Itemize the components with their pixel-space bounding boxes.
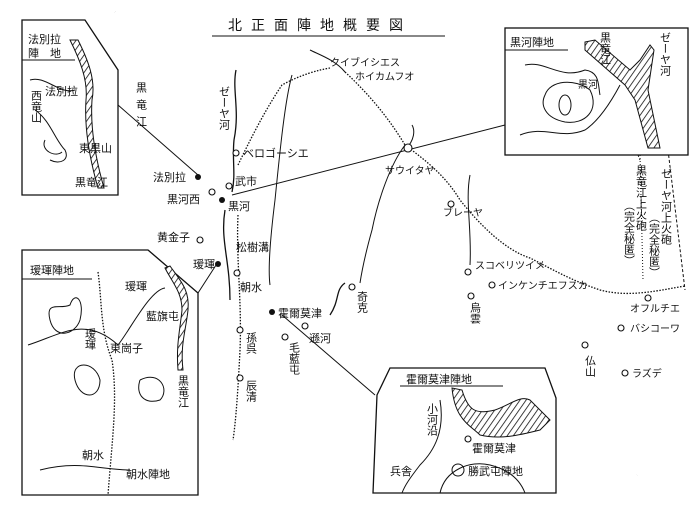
label-heihe: 黒河 [228, 200, 250, 213]
roads [268, 49, 471, 286]
zeya-river [231, 69, 237, 193]
inset-heihe-amur: 黒竜江 [599, 32, 612, 65]
label-zeya: ゼーヤ河 [218, 86, 231, 130]
inset-fabiela-town: 法別拉 [45, 84, 78, 98]
inset-huoermojin: 霍爾莫津陣地 小河沿 霍爾莫津 兵舎 勝武屯陣地 [372, 367, 557, 494]
inset-fabiela-west-longshan: 西竜山 [30, 90, 43, 123]
inset-huoermojin-xiaohe: 小河沿 [426, 403, 439, 436]
inset-aihui: 瑷琿陣地 瑷琿 瑷琿 東崗子 藍旗屯 黒竜江 朝水 朝水陣地 [21, 249, 199, 496]
label-sunwu: 孫呉 [245, 332, 258, 354]
inset-huoermojin-title: 霍爾莫津陣地 [406, 373, 472, 386]
inset-heihe-town: 黒河 [578, 79, 598, 91]
inset-fabiela-title-2: 陣 地 [28, 47, 61, 60]
label-maolantun: 毛藍屯 [288, 342, 301, 375]
amur-river [113, 11, 641, 476]
inset-heihe: 黒河陣地 黒竜江 ゼーヤ河 黒河 [504, 27, 689, 156]
inset-fabiela-east-heishan: 東黒山 [79, 142, 112, 155]
railways [232, 67, 686, 441]
label-belogorsk: ベロゴーシエ [243, 146, 309, 160]
label-pashkovo: バシコーワ [630, 323, 680, 335]
inset-aihui-amur: 黒竜江 [177, 375, 190, 408]
label-skovorodino: スコベリツイメ [475, 260, 545, 272]
inset-fabiela: 法別拉 陣 地 法別拉 西竜山 東黒山 黒竜江 [21, 19, 119, 196]
inset-aihui-chaoshui-position: 朝水陣地 [126, 468, 170, 481]
inset-huoermojin-town: 霍爾莫津 [472, 442, 516, 455]
label-bureya: ブレーヤ [443, 206, 483, 219]
label-chaoshui: 朝水 [240, 281, 262, 294]
inset-aihui-town: 瑷琿 [125, 280, 147, 293]
label-amur: 黒竜江 [135, 82, 148, 133]
inset-aihui-title: 瑷琿陣地 [30, 264, 74, 277]
label-razdolnoe: ラズデ [632, 367, 662, 380]
label-foshan: 仏山 [584, 355, 597, 377]
inset-heihe-zeya: ゼーヤ河 [659, 32, 672, 76]
stations [195, 143, 652, 382]
label-aihui: 瑷琿 [193, 258, 215, 271]
inset-fabiela-amur: 黒竜江 [75, 175, 108, 189]
inset-aihui-aihui: 瑷琿 [84, 328, 97, 350]
label-heihe-west: 黒河西 [167, 193, 200, 206]
inset-aihui-chaoshui: 朝水 [82, 449, 104, 462]
inset-huoermojin-shengwutun: 勝武屯陣地 [468, 464, 523, 478]
label-qike: 奇克 [356, 291, 369, 313]
label-huangjinzi: 黄金子 [157, 230, 190, 244]
label-songshugou: 松樹溝 [236, 240, 269, 254]
map-title: 北正面陣地概要図 [228, 18, 412, 34]
label-kuibyshev-1: クイブイシエス [330, 56, 400, 69]
label-amur-guns: 黒竜江上火砲 [635, 165, 648, 231]
inset-aihui-lanqitun: 藍旗屯 [146, 309, 179, 323]
label-fabiela: 法別拉 [153, 170, 186, 184]
inset-heihe-title: 黒河陣地 [510, 36, 554, 49]
inset-huoermojin-barracks: 兵舎 [390, 465, 412, 478]
label-svobodny: サウイタヤ [385, 165, 435, 177]
inset-aihui-dongganzi: 東崗子 [110, 342, 143, 355]
label-kuibyshev-2: ホイカムフオ [355, 71, 414, 83]
label-wushi: 武市 [235, 174, 257, 188]
inset-fabiela-title-1: 法別拉 [28, 32, 61, 46]
label-zeya-guns-note: （完全秘匿） [648, 212, 661, 278]
label-chenqing: 辰清 [245, 380, 258, 403]
label-amur-guns-note: （完全秘匿） [623, 200, 636, 266]
label-innokentievka: インケンチエフスカ [498, 280, 588, 292]
label-obluchye: オフルチエ [630, 303, 680, 315]
label-xunhe: 遜河 [309, 331, 331, 345]
label-zeya-guns: ゼーヤ河上火砲 [660, 168, 673, 245]
main-labels: 黒竜江 ゼーヤ河 ベロゴーシエ 法別拉 武市 黒河西 黒河 黄金子 松樹溝 瑷琿… [135, 56, 686, 403]
label-huoermojin: 霍爾莫津 [278, 307, 322, 320]
label-wuyun: 烏雲 [469, 301, 482, 325]
